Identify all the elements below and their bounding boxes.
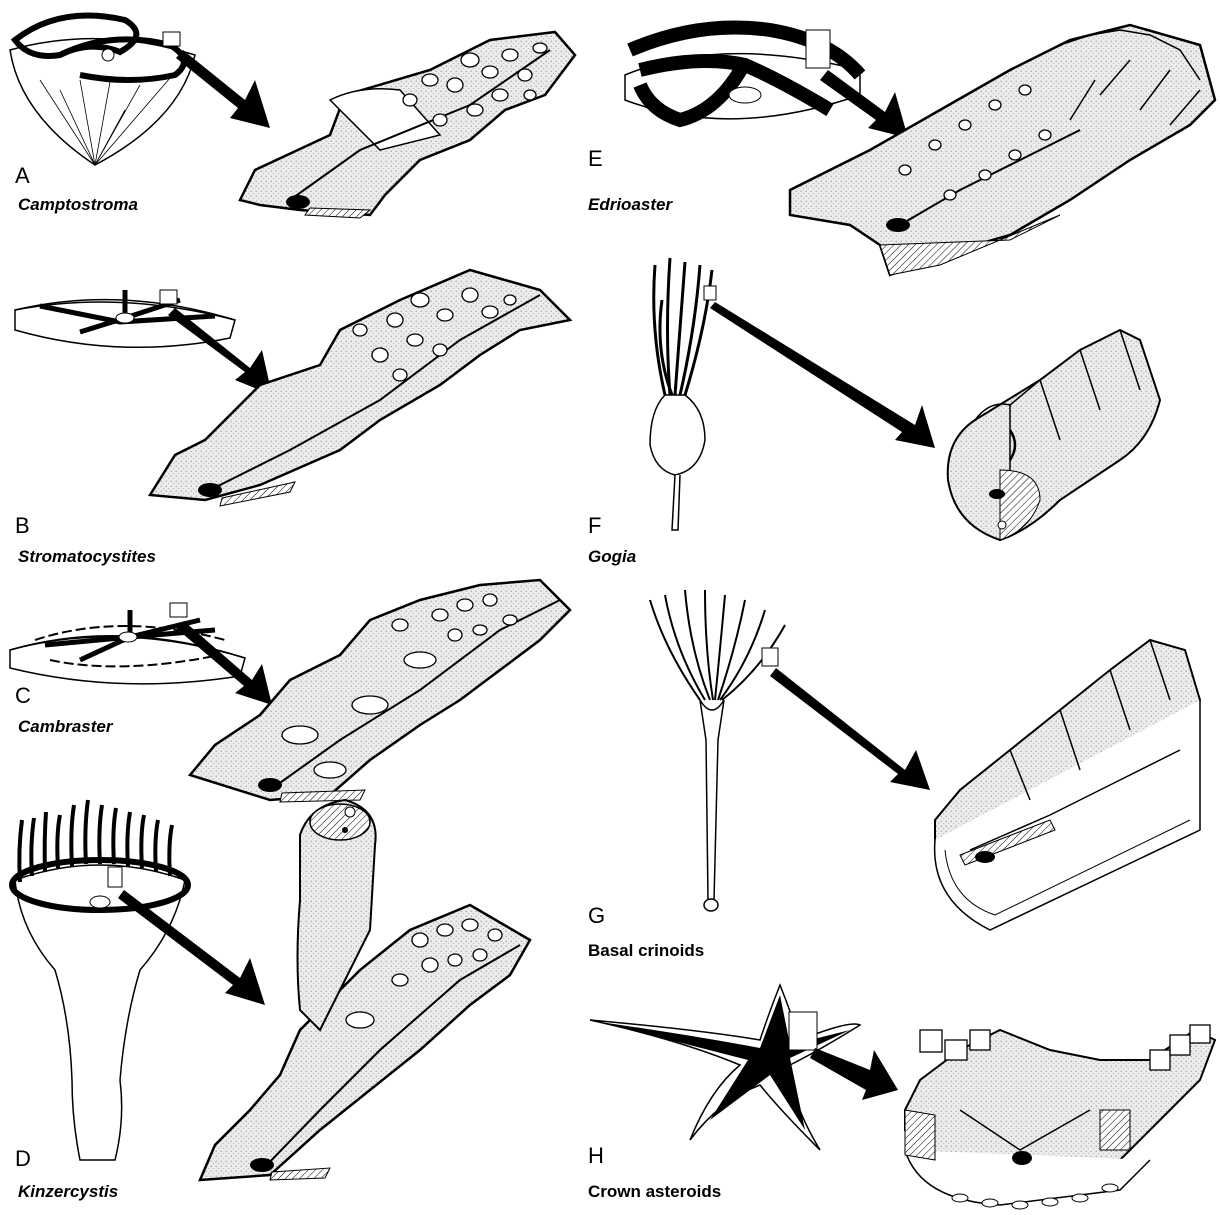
- panel-g-letter: G: [588, 905, 605, 927]
- panel-e-taxon-name: Edrioaster: [588, 196, 672, 213]
- panel-f-taxon-name: Gogia: [588, 548, 636, 565]
- panel-c-taxon-name: Cambraster: [18, 718, 113, 735]
- panel-d-taxon-name: Kinzercystis: [18, 1183, 118, 1200]
- panel-a-organism: [10, 16, 270, 166]
- panel-c-organism: [10, 603, 272, 705]
- panel-h-organism: [590, 985, 898, 1150]
- panel-a-letter: A: [15, 165, 30, 187]
- panel-g-taxon-name: Basal crinoids: [588, 942, 704, 959]
- panel-b-ambulacrum-detail: [150, 270, 570, 506]
- panel-h-letter: H: [588, 1145, 604, 1167]
- panel-h-ambulacrum-detail: [905, 1025, 1215, 1209]
- panel-d-letter: D: [15, 1148, 31, 1170]
- panel-e-organism: [625, 28, 908, 139]
- panel-g-ambulacrum-detail: [935, 640, 1200, 930]
- panel-f-letter: F: [588, 515, 601, 537]
- panel-c-letter: C: [15, 685, 31, 707]
- panel-b-letter: B: [15, 515, 30, 537]
- panel-g-organism: [650, 590, 930, 911]
- panel-b-organism: [15, 290, 272, 395]
- panel-d-organism: [12, 800, 265, 1160]
- panel-a-ambulacrum-detail: [240, 32, 575, 218]
- panel-b-taxon-name: Stromatocystites: [18, 548, 156, 565]
- panel-f-ambulacrum-detail: [948, 330, 1160, 540]
- panel-h-taxon-name: Crown asteroids: [588, 1183, 721, 1200]
- panel-e-letter: E: [588, 148, 603, 170]
- panel-f-organism: [650, 258, 935, 530]
- panel-a-taxon-name: Camptostroma: [18, 196, 138, 213]
